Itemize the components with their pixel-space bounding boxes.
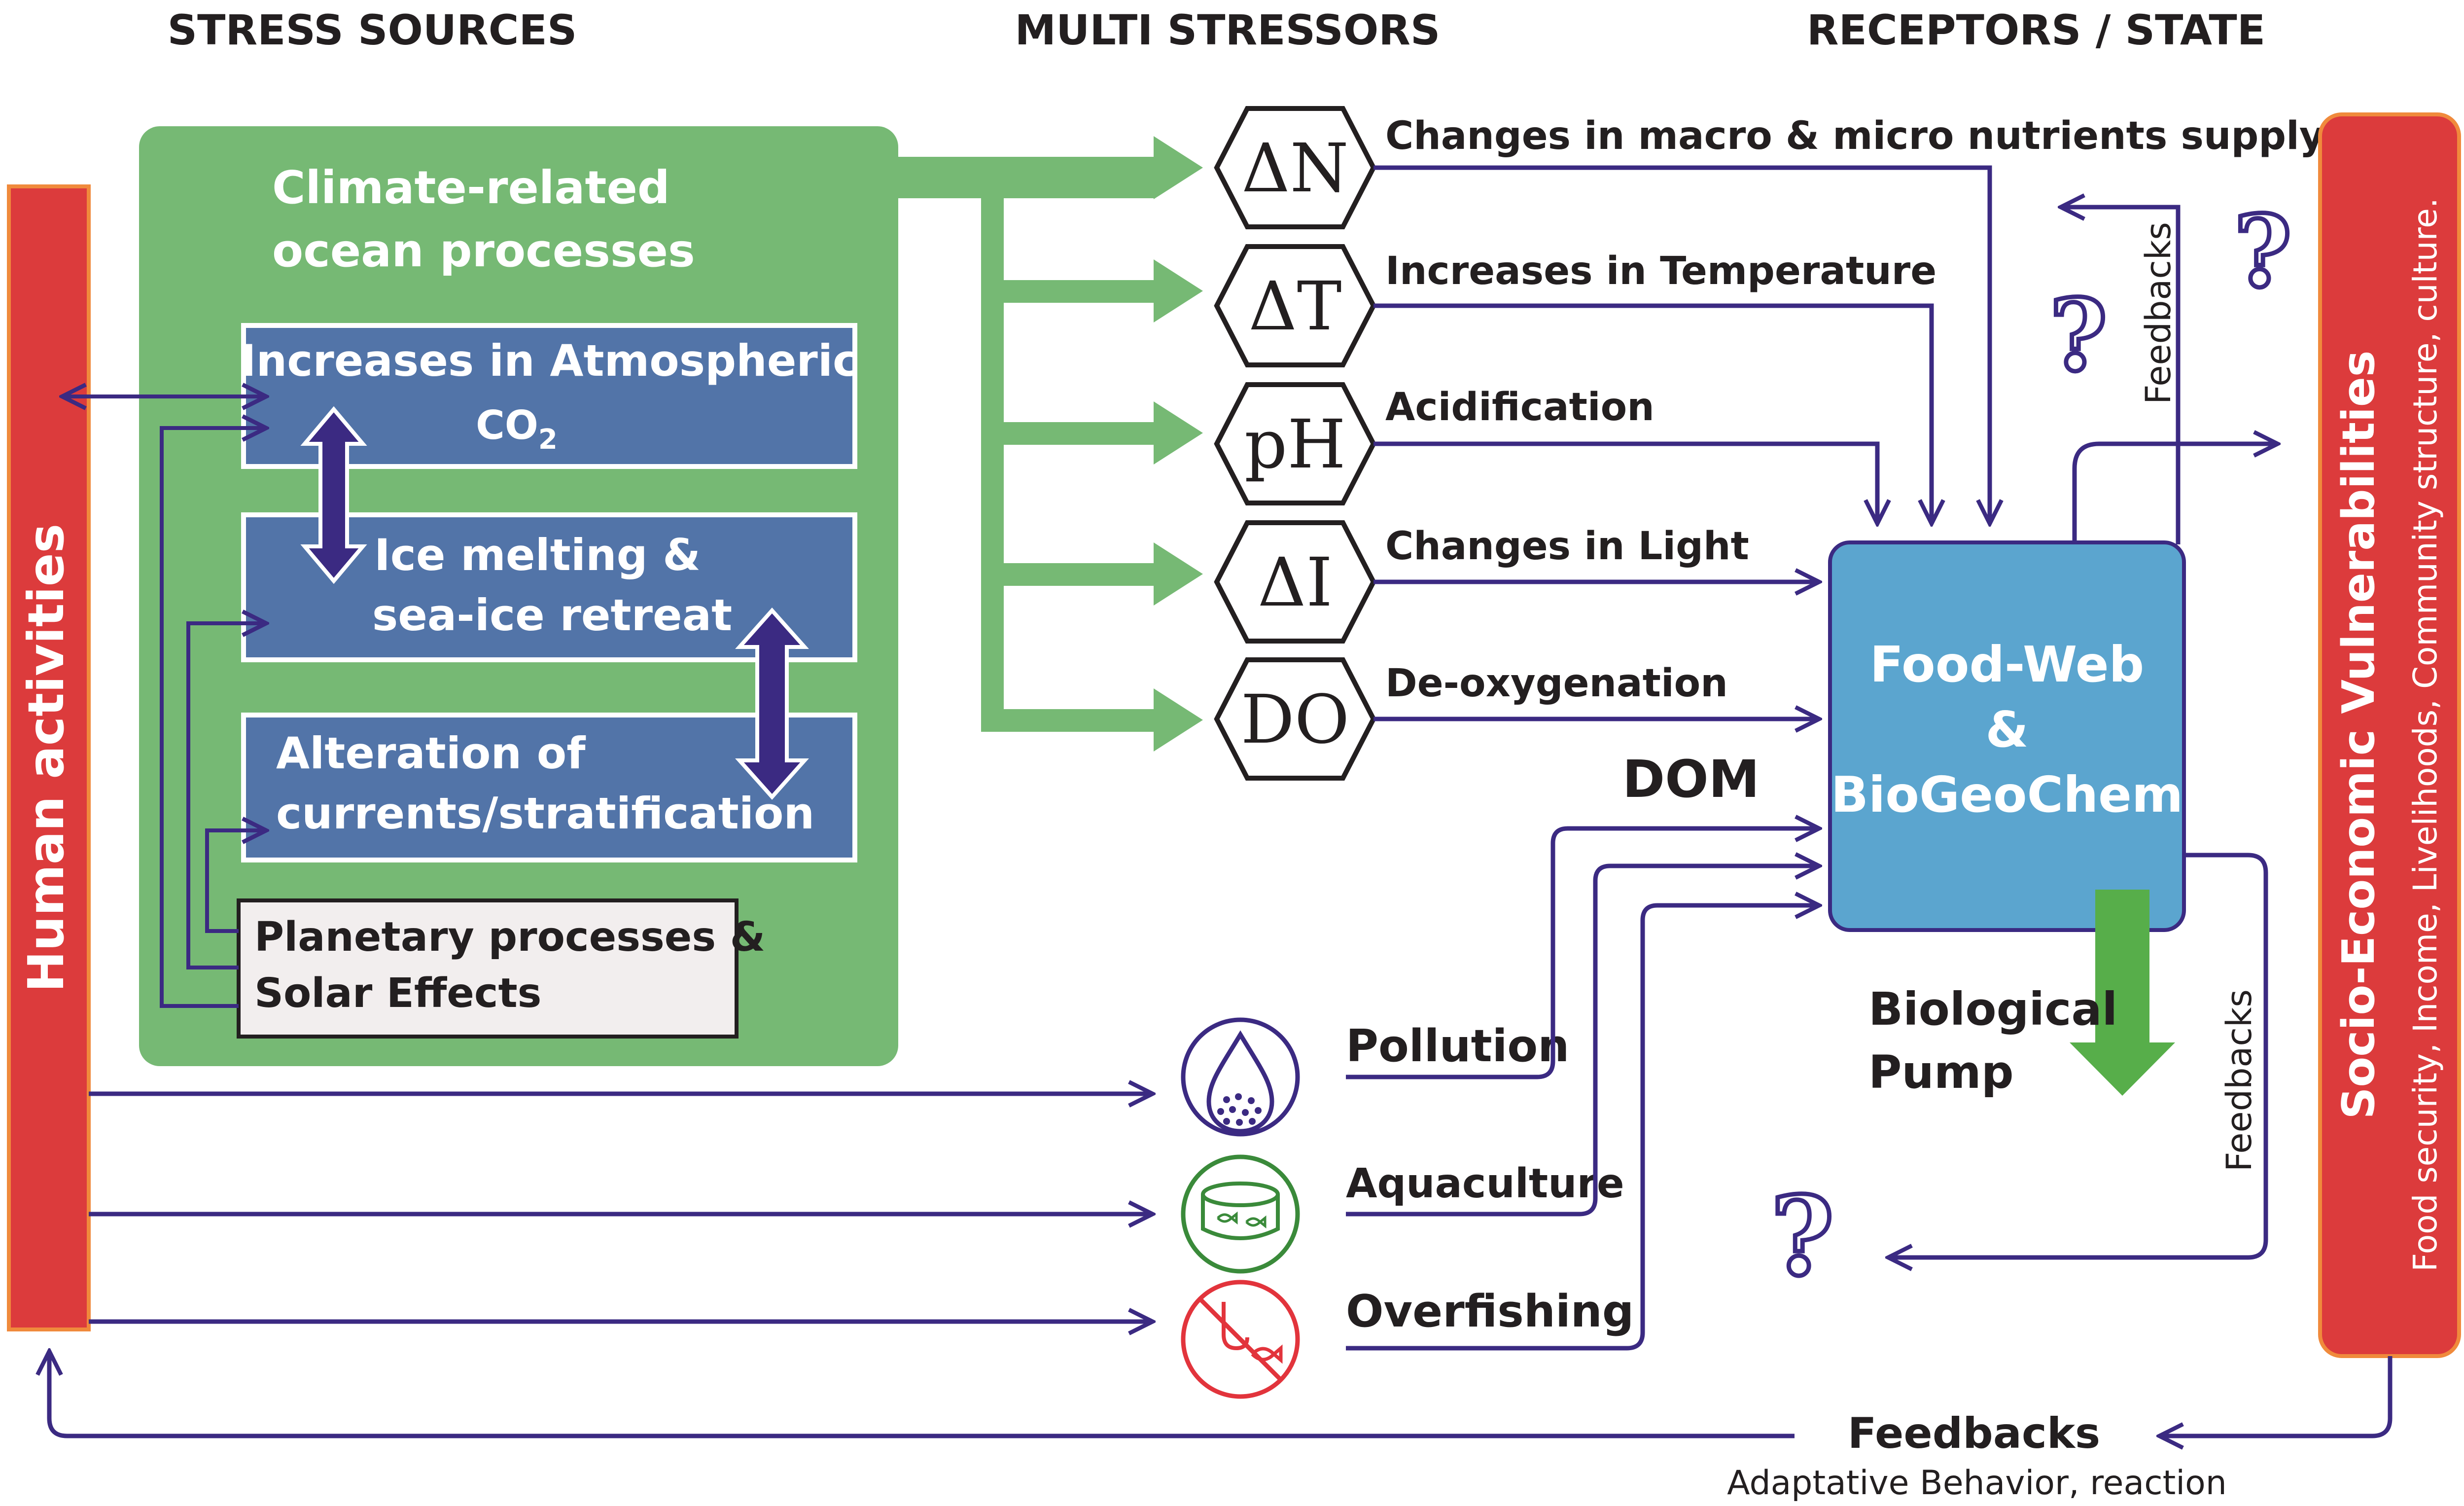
planetary-line1: Planetary processes & <box>254 914 765 961</box>
co2-ice-double-arrow <box>300 406 367 584</box>
foodweb-to-socio-arrow <box>2072 444 2278 544</box>
planetary-to-ice-link <box>186 623 266 969</box>
planetary-to-co2-link <box>160 428 266 1008</box>
foodweb-line3: BioGeoChem <box>1831 766 2183 824</box>
label-acidification: Acidification <box>1385 385 1654 430</box>
climate-title-line1: Climate-related <box>272 161 670 214</box>
currents-box <box>241 713 857 862</box>
feedbacks-right-label: Feedbacks <box>2219 989 2259 1172</box>
feedback-to-human-arrow <box>49 1351 1795 1438</box>
header-stress-sources: STRESS SOURCES <box>168 6 577 54</box>
planetary-to-currents-link <box>205 830 266 933</box>
water-drop-icon <box>1181 1017 1300 1137</box>
planetary-line2: Solar Effects <box>254 970 542 1017</box>
label-deoxygenation: De-oxygenation <box>1385 661 1728 706</box>
question-mark-3: ? <box>1771 1172 1834 1300</box>
header-receptors-state: RECEPTORS / STATE <box>1807 6 2265 54</box>
acidification-arrow <box>1373 441 1877 524</box>
symbol-delta-n: ΔN <box>1241 130 1348 208</box>
ice-line2: sea-ice retreat <box>372 590 732 641</box>
symbol-delta-t: ΔT <box>1249 268 1342 346</box>
co2-line1: Increases in Atmospheric <box>240 335 858 386</box>
currents-line1: Alteration of <box>276 728 586 779</box>
no-fishing-icon <box>1181 1280 1300 1399</box>
foodweb-line2: & <box>1985 701 2028 758</box>
label-pollution: Pollution <box>1346 1020 1569 1072</box>
label-overfishing: Overfishing <box>1346 1286 1634 1337</box>
symbol-delta-i: ΔI <box>1258 544 1333 622</box>
fish-tank-icon <box>1181 1154 1300 1274</box>
header-multi-stressors: MULTI STRESSORS <box>1015 6 1441 54</box>
feedback-right-arrow <box>1888 853 2268 1257</box>
nutrients-arrow <box>1373 165 1990 524</box>
socio-title: Socio-Economic Vulnerabilities <box>2333 351 2385 1119</box>
human-activities-bar <box>7 184 91 1331</box>
feedback-top-arrow <box>2061 207 2181 544</box>
planetary-box <box>237 898 739 1039</box>
label-temperature: Increases in Temperature <box>1385 249 1936 293</box>
question-mark-1: ? <box>2049 278 2107 394</box>
pollution-to-foodweb-arrow <box>1346 828 1819 1079</box>
socio-subtitle: Food security, Income, Livelihoods, Comm… <box>2406 198 2444 1272</box>
ice-line1: Ice melting & <box>374 530 701 580</box>
co2-line2: CO2 <box>476 402 558 456</box>
biological-pump-line2: Pump <box>1868 1046 2014 1099</box>
question-mark-2: ? <box>2234 194 2291 310</box>
human-activities-label: Human activities <box>17 524 75 992</box>
feedbacks-bottom-label: Feedbacks <box>1848 1409 2100 1458</box>
biological-pump-line1: Biological <box>1868 983 2117 1036</box>
symbol-ph: pH <box>1244 406 1346 484</box>
socio-to-feedback-arrow <box>2159 1356 2393 1436</box>
overfishing-to-foodweb-arrow <box>1346 905 1819 1351</box>
label-light: Changes in Light <box>1385 524 1749 569</box>
foodweb-line1: Food-Web <box>1870 636 2144 693</box>
dom-label: DOM <box>1622 749 1760 809</box>
temperature-arrow <box>1373 303 1932 524</box>
adaptative-behavior-label: Adaptative Behavior, reaction <box>1727 1464 2227 1503</box>
feedbacks-top-label: Feedbacks <box>2138 222 2179 404</box>
biological-pump-arrow <box>2070 890 2175 1096</box>
climate-title-line2: ocean processes <box>272 224 695 277</box>
label-aquaculture: Aquaculture <box>1346 1160 1624 1207</box>
symbol-do: DO <box>1241 681 1350 759</box>
aquaculture-to-foodweb-arrow <box>1346 866 1819 1217</box>
foodweb-box <box>1828 540 2186 932</box>
climate-to-stressors-arrows <box>898 136 1203 752</box>
ice-currents-double-arrow <box>735 607 809 800</box>
currents-line2: currents/stratification <box>276 788 814 839</box>
label-nutrients: Changes in macro & micro nutrients suppl… <box>1385 114 2324 158</box>
